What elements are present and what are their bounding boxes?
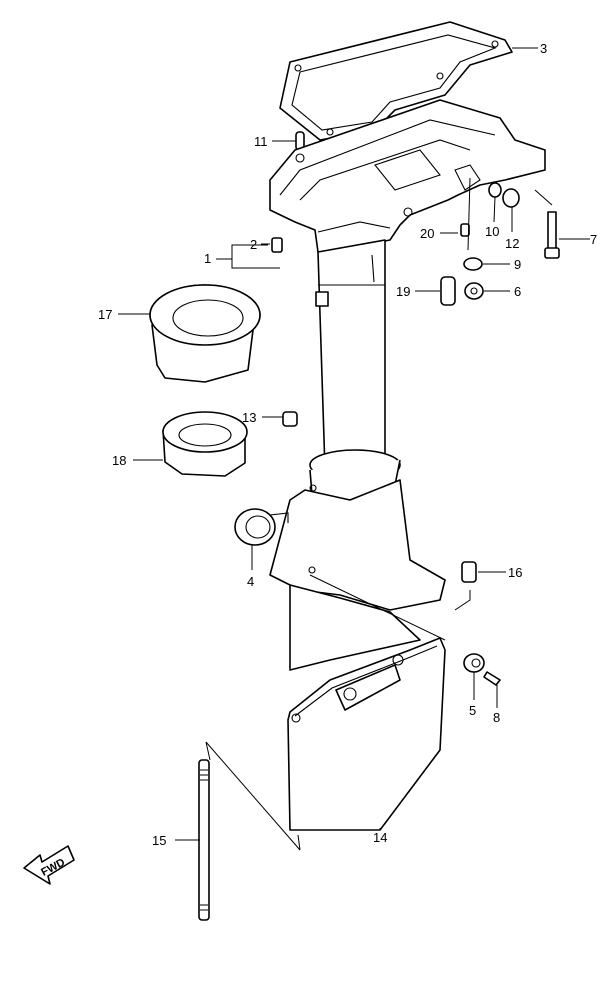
callout-6: 6 xyxy=(514,284,521,299)
upper-mount-housing[interactable] xyxy=(269,99,546,253)
callout-17: 17 xyxy=(98,307,112,322)
callout-labels: 1 2 3 4 5 6 7 8 9 10 11 12 13 14 15 16 1… xyxy=(98,41,597,848)
callout-1: 1 xyxy=(204,251,211,266)
callout-12: 12 xyxy=(505,236,519,251)
callout-14: 14 xyxy=(373,830,387,845)
fwd-arrow-icon: FWD xyxy=(23,845,75,885)
callout-20: 20 xyxy=(420,226,434,241)
callout-13: 13 xyxy=(242,410,256,425)
callout-9: 9 xyxy=(514,257,521,272)
callout-7: 7 xyxy=(590,232,597,247)
plug-part[interactable] xyxy=(282,411,298,427)
callout-10: 10 xyxy=(485,224,499,239)
callout-15: 15 xyxy=(152,833,166,848)
lower-cover-part[interactable] xyxy=(287,637,446,831)
callout-11: 11 xyxy=(254,134,268,149)
callout-19: 19 xyxy=(396,284,410,299)
screw-part-20[interactable] xyxy=(460,223,470,237)
pin-part-19[interactable] xyxy=(440,276,456,306)
mount-rubber-part[interactable] xyxy=(162,411,248,477)
callout-2: 2 xyxy=(250,237,257,252)
callout-3: 3 xyxy=(540,41,547,56)
bolt-part-8[interactable] xyxy=(483,671,501,686)
callout-leaders xyxy=(118,47,590,841)
callout-8: 8 xyxy=(493,710,500,725)
callout-4: 4 xyxy=(247,574,254,589)
washer-part-5[interactable] xyxy=(463,653,485,673)
stud-bolt-part[interactable] xyxy=(198,759,210,921)
lower-housing-section[interactable] xyxy=(269,449,446,671)
sleeve-part[interactable] xyxy=(461,561,477,583)
washer-part-9[interactable] xyxy=(463,257,483,271)
bolt-part-7[interactable] xyxy=(544,211,560,259)
fwd-label: FWD xyxy=(39,856,67,878)
grease-nipple-part[interactable] xyxy=(271,237,283,253)
callout-5: 5 xyxy=(469,703,476,718)
o-ring-part-10[interactable] xyxy=(488,182,502,198)
callout-16: 16 xyxy=(508,565,522,580)
gasket-part[interactable] xyxy=(279,21,513,141)
cap-part-12[interactable] xyxy=(502,188,520,208)
driveshaft-housing-tube[interactable] xyxy=(315,239,386,471)
callout-18: 18 xyxy=(112,453,126,468)
seal-plate-part[interactable] xyxy=(234,508,289,546)
bushing-part[interactable] xyxy=(149,284,261,383)
assembly-lines xyxy=(205,177,553,851)
nut-part-6[interactable] xyxy=(464,282,484,300)
